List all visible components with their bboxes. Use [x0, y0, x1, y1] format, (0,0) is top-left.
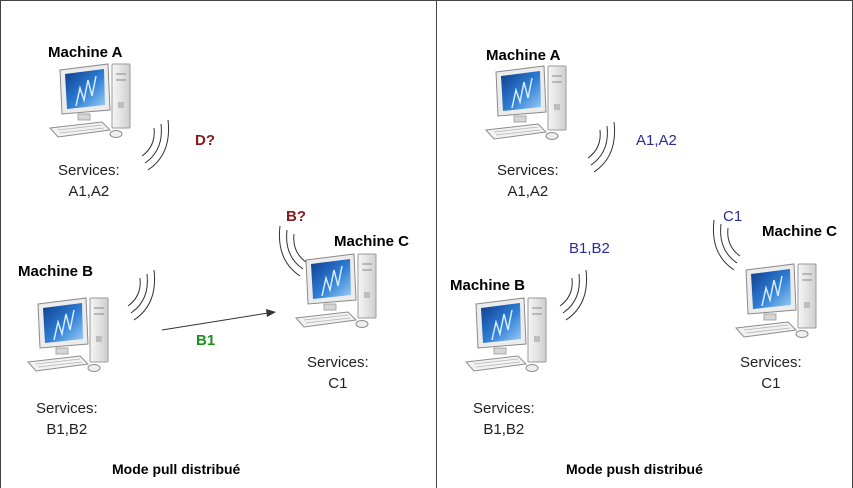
signal-waves-icon	[278, 225, 307, 277]
computer-icon	[465, 297, 547, 373]
services-label: Services: A1,A2	[58, 160, 120, 202]
services-heading: Services:	[740, 354, 802, 371]
announce-label: C1	[723, 208, 743, 225]
machine-b-title: Machine B	[18, 263, 94, 280]
announce-label: B1,B2	[569, 240, 610, 257]
services-heading: Services:	[473, 400, 535, 417]
machine-b-title: Machine B	[450, 277, 526, 294]
services-heading: Services:	[36, 400, 98, 417]
machine-a-title: Machine A	[486, 47, 561, 64]
pull-caption: Mode pull distribué	[112, 461, 241, 477]
computer-icon	[27, 297, 109, 373]
signal-waves-icon	[127, 269, 156, 321]
query-label: D?	[195, 132, 215, 149]
services-value: A1,A2	[507, 183, 549, 200]
computer-icon	[295, 253, 377, 329]
query-label: B?	[286, 208, 306, 225]
services-heading: Services:	[497, 162, 559, 179]
services-heading: Services:	[307, 354, 369, 371]
services-label: Services: C1	[740, 352, 802, 394]
push-caption: Mode push distribué	[566, 461, 703, 477]
services-heading: Services:	[58, 162, 120, 179]
machine-c-title: Machine C	[762, 223, 838, 240]
signal-waves-icon	[141, 119, 170, 171]
services-label: Services: B1,B2	[36, 398, 98, 440]
machine-c-title: Machine C	[334, 233, 410, 250]
services-value: A1,A2	[68, 183, 110, 200]
signal-waves-icon	[587, 121, 616, 173]
machine-a-title: Machine A	[48, 44, 123, 61]
announce-label: A1,A2	[636, 132, 677, 149]
services-label: Services: B1,B2	[473, 398, 535, 440]
services-label: Services: C1	[307, 352, 369, 394]
computer-icon	[735, 263, 817, 339]
services-value: B1,B2	[46, 421, 88, 438]
services-value: C1	[761, 375, 781, 392]
services-value: B1,B2	[483, 421, 525, 438]
signal-waves-icon	[712, 219, 741, 271]
reply-label: B1	[196, 332, 216, 349]
computer-icon	[49, 63, 131, 139]
computer-icon	[485, 65, 567, 141]
arrow-icon	[161, 312, 269, 331]
signal-waves-icon	[559, 269, 588, 321]
services-value: C1	[328, 375, 348, 392]
services-label: Services: A1,A2	[497, 160, 559, 202]
